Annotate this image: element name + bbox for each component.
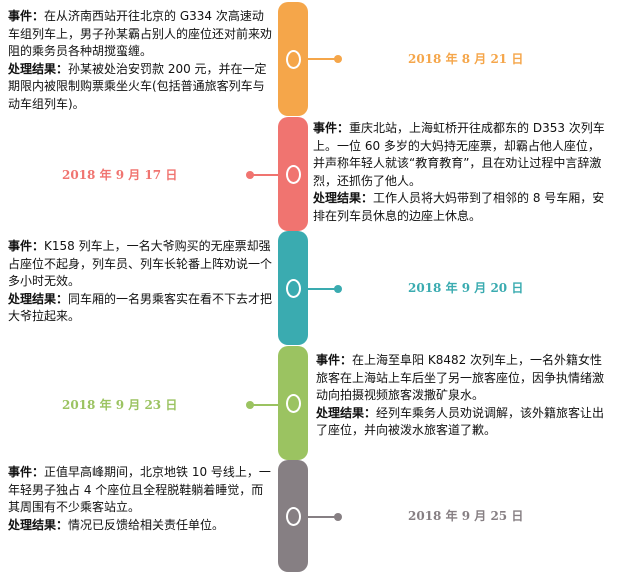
event-4-description: 事件：在上海至阜阳 K8482 次列车上，一名外籍女性旅客在上海站上车后坐了另一… <box>316 353 605 402</box>
timeline-segment-2 <box>278 117 308 231</box>
connector-4 <box>246 401 278 409</box>
connector-5 <box>308 513 342 521</box>
event-1-result: 处理结果：孙某被处治安罚款 200 元，并在一定期限内被限制购票乘坐火车(包括普… <box>8 61 267 111</box>
event-1-text: 事件：在从济南西站开往北京的 G334 次高速动车组列车上，男子孙某霸占别人的座… <box>8 8 273 113</box>
connector-dot-2 <box>246 171 254 179</box>
connector-dot-5 <box>334 513 342 521</box>
connector-dot-4 <box>246 401 254 409</box>
timeline-node-5 <box>286 507 301 526</box>
timeline-node-3 <box>286 279 301 298</box>
timeline-node-2 <box>286 165 301 184</box>
timeline-node-1 <box>286 50 301 69</box>
event-4-date: 2018 年 9 月 23 日 <box>62 398 178 412</box>
event-2-date: 2018 年 9 月 17 日 <box>62 168 178 182</box>
timeline-segment-5 <box>278 460 308 572</box>
timeline-node-4 <box>286 394 301 413</box>
event-4-result: 处理结果：经列车乘务人员劝说调解，该外籍旅客让出了座位，并向被泼水旅客道了歉。 <box>316 405 605 438</box>
event-1-description: 事件：在从济南西站开往北京的 G334 次高速动车组列车上，男子孙某霸占别人的座… <box>8 9 273 58</box>
event-5-description: 事件：正值早高峰期间，北京地铁 10 号线上，一年轻男子独占 4 个座位且全程脱… <box>8 465 271 514</box>
event-3-text: 事件：K158 列车上，一名大爷购买的无座票却强占座位不起身，列车员、列车长轮番… <box>8 238 273 326</box>
event-3-result: 处理结果：同车厢的一名男乘客实在看不下去才把大爷拉起来。 <box>8 291 273 324</box>
timeline-segment-1 <box>278 2 308 116</box>
connector-3 <box>308 285 342 293</box>
event-5-text: 事件：正值早高峰期间，北京地铁 10 号线上，一年轻男子独占 4 个座位且全程脱… <box>8 464 273 534</box>
event-5-date: 2018 年 9 月 25 日 <box>408 509 524 523</box>
connector-dot-3 <box>334 285 342 293</box>
event-2-text: 事件：重庆北站，上海虹桥开往成都东的 D353 次列车上。一位 60 多岁的大妈… <box>313 120 611 225</box>
event-2-description: 事件：重庆北站，上海虹桥开往成都东的 D353 次列车上。一位 60 多岁的大妈… <box>313 121 605 188</box>
connector-dot-1 <box>334 55 342 63</box>
connector-2 <box>246 171 278 179</box>
timeline-segment-4 <box>278 346 308 460</box>
event-2-result: 处理结果：工作人员将大妈带到了相邻的 8 号车厢，安排在列车员休息的边座上休息。 <box>313 191 605 223</box>
event-3-date: 2018 年 9 月 20 日 <box>408 281 524 295</box>
event-3-description: 事件：K158 列车上，一名大爷购买的无座票却强占座位不起身，列车员、列车长轮番… <box>8 239 273 288</box>
event-1-date: 2018 年 8 月 21 日 <box>408 52 524 66</box>
timeline-segment-3 <box>278 231 308 345</box>
connector-1 <box>308 55 342 63</box>
event-5-result: 处理结果：情况已反馈给相关责任单位。 <box>8 517 225 532</box>
event-4-text: 事件：在上海至阜阳 K8482 次列车上，一名外籍女性旅客在上海站上车后坐了另一… <box>316 352 612 440</box>
